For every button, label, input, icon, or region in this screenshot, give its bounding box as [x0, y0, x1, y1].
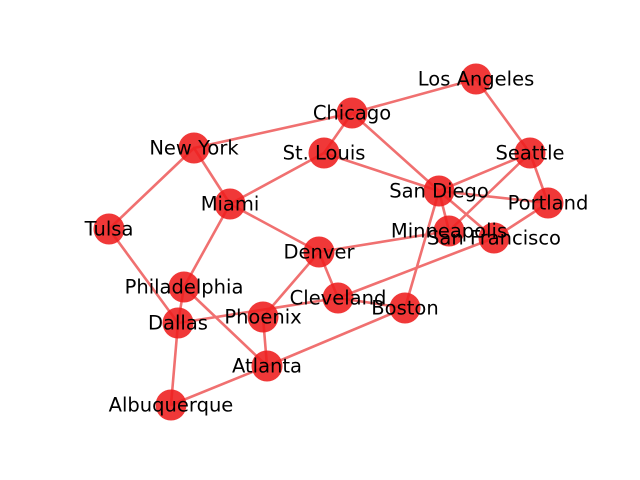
node-miami [214, 188, 246, 220]
node-st-louis [308, 137, 340, 169]
edge-minneapolis-denver [317, 229, 451, 254]
node-label-san-francisco: San Francisco [427, 227, 561, 250]
node-label-atlanta: Atlanta [232, 355, 302, 378]
node-label-san-diego: San Diego [389, 180, 489, 203]
edge-seattle-minneapolis [447, 151, 532, 233]
node-dallas [162, 307, 194, 339]
node-label-chicago: Chicago [313, 102, 391, 125]
edge-los-angeles-chicago [350, 77, 478, 115]
node-label-albuquerque: Albuquerque [109, 394, 234, 417]
edge-seattle-san-diego [437, 151, 532, 193]
edge-atlanta-boston [265, 306, 407, 368]
node-san-diego [423, 175, 455, 207]
node-los-angeles [460, 63, 492, 95]
node-label-los-angeles: Los Angeles [418, 68, 534, 91]
edge-san-francisco-cleveland [336, 236, 496, 300]
node-portland [532, 187, 564, 219]
edge-chicago-new-york [192, 111, 354, 150]
node-san-francisco [478, 222, 510, 254]
node-label-portland: Portland [508, 192, 589, 215]
node-atlanta [251, 350, 283, 382]
edge-san-diego-boston [403, 189, 441, 310]
node-albuquerque [155, 389, 187, 421]
node-phoenix [247, 301, 279, 333]
node-new-york [178, 132, 210, 164]
node-label-denver: Denver [284, 241, 356, 264]
edge-philadelphia-atlanta [182, 285, 269, 368]
node-label-cleveland: Cleveland [290, 287, 387, 310]
edge-san-diego-portland [437, 189, 550, 205]
node-philadelphia [168, 271, 200, 303]
node-label-new-york: New York [149, 137, 239, 160]
node-label-boston: Boston [371, 297, 438, 320]
node-label-dallas: Dallas [148, 312, 208, 335]
node-minneapolis [433, 215, 465, 247]
edge-st-louis-san-diego [322, 151, 441, 193]
edge-chicago-san-diego [350, 111, 441, 193]
edge-new-york-tulsa [107, 146, 196, 231]
node-label-tulsa: Tulsa [84, 218, 134, 241]
node-boston [389, 292, 421, 324]
node-chicago [336, 97, 368, 129]
edge-miami-denver [228, 202, 321, 254]
node-label-philadelphia: Philadelphia [125, 276, 244, 299]
node-label-miami: Miami [201, 193, 260, 216]
edge-tulsa-dallas [107, 227, 180, 325]
node-seattle [514, 137, 546, 169]
node-label-seattle: Seattle [495, 142, 564, 165]
node-cleveland [322, 282, 354, 314]
node-denver [303, 236, 335, 268]
node-tulsa [93, 213, 125, 245]
node-label-st-louis: St. Louis [283, 142, 366, 165]
graph-nodes [93, 63, 564, 421]
node-label-minneapolis: Minneapolis [391, 220, 507, 243]
edge-miami-philadelphia [182, 202, 232, 289]
edge-atlanta-albuquerque [169, 364, 269, 407]
edge-st-louis-miami [228, 151, 326, 206]
node-label-phoenix: Phoenix [224, 306, 301, 329]
